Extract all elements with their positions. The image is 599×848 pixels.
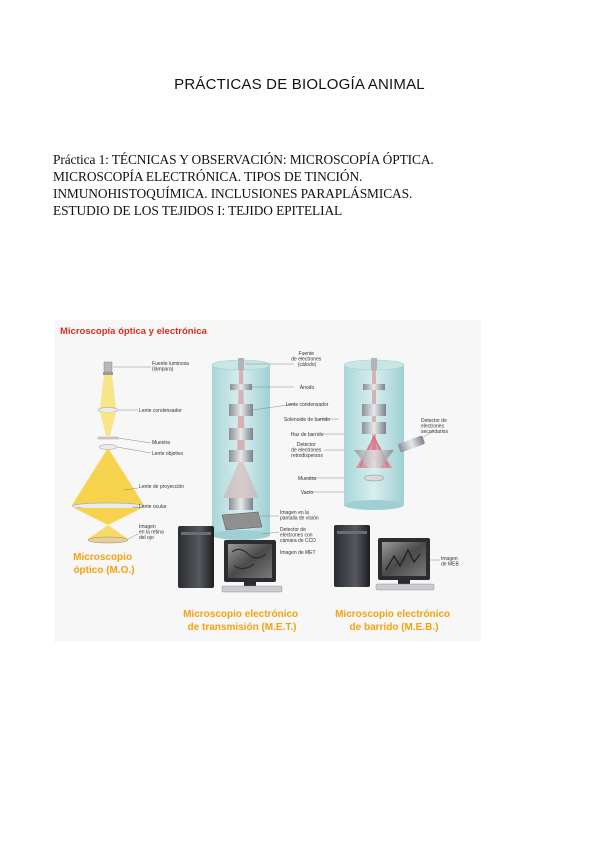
- label-ccd-detector: Detector de electrones con cámara de CCD: [280, 527, 316, 544]
- description-line: INMUNOHISTOQUÍMICA. INCLUSIONES PARAPLÁS…: [53, 186, 413, 201]
- label-specimen: Muestra: [152, 440, 170, 446]
- label-sample: Muestra: [298, 476, 316, 482]
- tem-condenser-icon: [229, 404, 253, 416]
- practice-description: Práctica 1: TÉCNICAS Y OBSERVACIÓN: MICR…: [53, 151, 493, 219]
- tem-viewing-screen: [221, 511, 263, 531]
- label-scan-beam: Haz de barrido: [291, 432, 324, 438]
- sem-computer-tower: [334, 525, 370, 587]
- tem-image-screen: [228, 544, 272, 578]
- sem-keyboard: [375, 583, 435, 591]
- tem-anode-icon: [230, 384, 252, 390]
- label-electron-source: Fuente de electrones (cátodo): [291, 351, 322, 368]
- label-sem-image: Imagen de MEB: [441, 556, 459, 568]
- label-tem-condenser-lens: Lente condensador: [286, 402, 329, 408]
- page-title: PRÁCTICAS DE BIOLOGÍA ANIMAL: [174, 76, 425, 93]
- optical-microscope-diagram: Fuente luminosa (lámpara) Lente condensa…: [71, 361, 190, 576]
- sem-caption: Microscopio electrónico de barrido (M.E.…: [335, 609, 453, 633]
- sem-sample-stage: [363, 474, 385, 482]
- label-secondary-electron-detector: Detector de electrones secundarios: [421, 418, 448, 435]
- tem-keyboard: [221, 585, 283, 593]
- tem-projector-icon: [229, 498, 253, 510]
- description-line: ESTUDIO DE LOS TEJIDOS I: TEJIDO EPITELI…: [53, 203, 343, 218]
- label-objective-lens: Lente objetivo: [152, 451, 183, 457]
- label-tem-image: Imagen de MET: [280, 550, 316, 556]
- secondary-electron-detector-icon: [398, 435, 425, 453]
- label-projection-lens: Lente de proyección: [139, 484, 184, 490]
- label-retina-image: Imagen en la retina del ojo: [139, 524, 165, 541]
- sem-cathode-icon: [371, 358, 377, 370]
- tem-objective-icon: [229, 450, 253, 462]
- sem-backscatter-detector-icon: [354, 450, 394, 468]
- retina-image-icon: [87, 536, 129, 544]
- microscopy-figure: Microscopía óptica y electrónica: [54, 320, 481, 642]
- sem-scan-coil-icon: [362, 422, 386, 434]
- label-scan-coil: Solenoide de barrido: [284, 417, 330, 423]
- label-viewing-screen-image: Imagen en la pantalla de visión: [280, 510, 319, 522]
- label-light-source: Fuente luminosa (lámpara): [152, 361, 190, 373]
- tem-computer-tower: [178, 526, 214, 588]
- label-ocular-lens: Lente ocular: [139, 504, 167, 510]
- label-backscatter-detector: Detector de electrones retrodispersos: [291, 442, 323, 459]
- label-vacuum: Vacío: [301, 490, 314, 496]
- description-line: Práctica 1: TÉCNICAS Y OBSERVACIÓN: MICR…: [53, 152, 434, 167]
- optical-microscope-caption: Microscopio óptico (M.O.): [73, 552, 135, 576]
- condenser-lens-icon: [97, 407, 119, 413]
- tem-diagram: Fuente de electrones (cátodo) Ánodo Lent…: [178, 351, 354, 633]
- description-line: MICROSCOPÍA ELECTRÓNICA. TIPOS DE TINCIÓ…: [53, 169, 363, 184]
- lamp-icon: [103, 361, 113, 373]
- tem-caption: Microscopio electrónico de transmisión (…: [183, 609, 301, 633]
- label-condenser-lens: Lente condensador: [139, 408, 182, 414]
- cathode-icon: [238, 358, 244, 370]
- specimen-slide-icon: [97, 436, 119, 440]
- figure-title: Microscopía óptica y electrónica: [60, 326, 207, 337]
- label-anode: Ánodo: [300, 384, 315, 391]
- sem-diagram: Detector de electrones secundarios Image…: [334, 358, 459, 633]
